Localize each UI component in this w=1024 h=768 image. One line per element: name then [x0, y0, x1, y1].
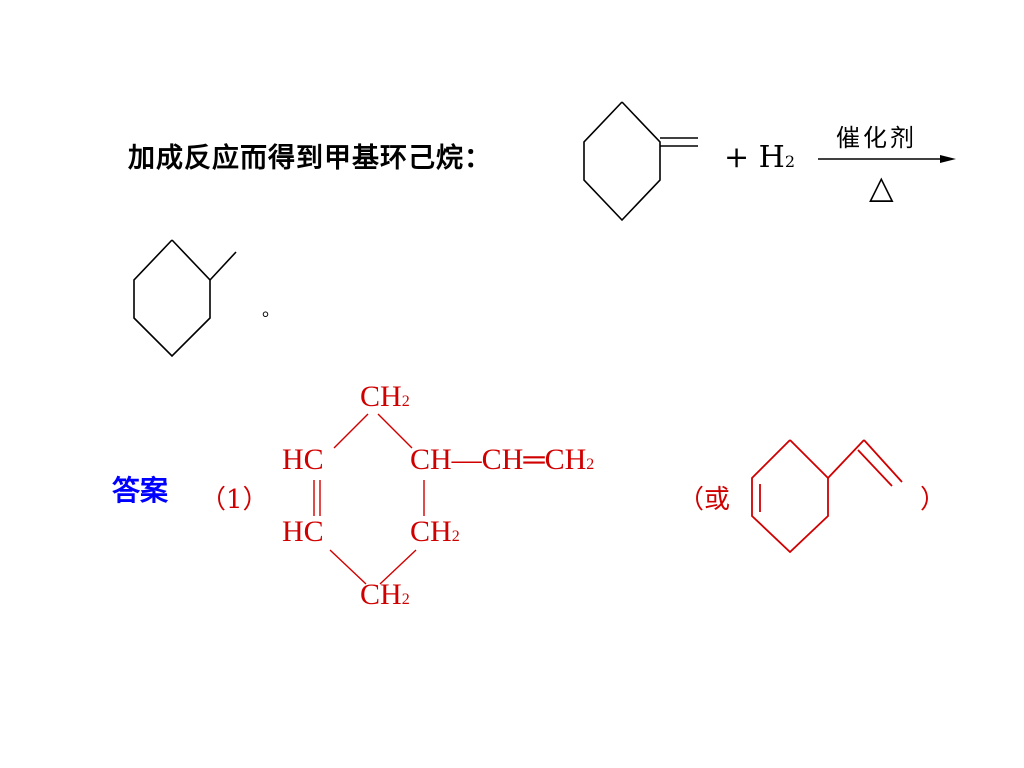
methylenecyclohexane-structure — [583, 101, 698, 222]
hc-lower: HC — [282, 515, 324, 548]
vinylcyclohexene-structure — [751, 439, 903, 554]
h2-subscript: 2 — [784, 152, 796, 171]
reaction-arrow — [818, 155, 956, 163]
question-number: （1） — [200, 485, 269, 515]
plus-h2: + H2 — [724, 140, 795, 175]
ch2-right: CH2 — [410, 515, 460, 548]
heat-triangle: △ — [869, 168, 894, 206]
plus-h-text: + H — [724, 140, 785, 175]
answer-label: 答案 — [112, 474, 169, 507]
hc-upper: HC — [282, 443, 324, 476]
or-open: （或 — [678, 485, 731, 515]
statement-text: 加成反应而得到甲基环己烷： — [128, 143, 492, 174]
catalyst-label: 催化剂 — [836, 124, 917, 152]
or-close: ） — [920, 485, 947, 515]
period-mark: 。 — [262, 300, 280, 321]
methylcyclohexane-structure — [133, 239, 237, 358]
bottom-ch2: CH2 — [360, 578, 410, 611]
top-ch2: CH2 — [360, 380, 410, 413]
ch-chain: CH—CH═CH2 — [410, 443, 595, 476]
